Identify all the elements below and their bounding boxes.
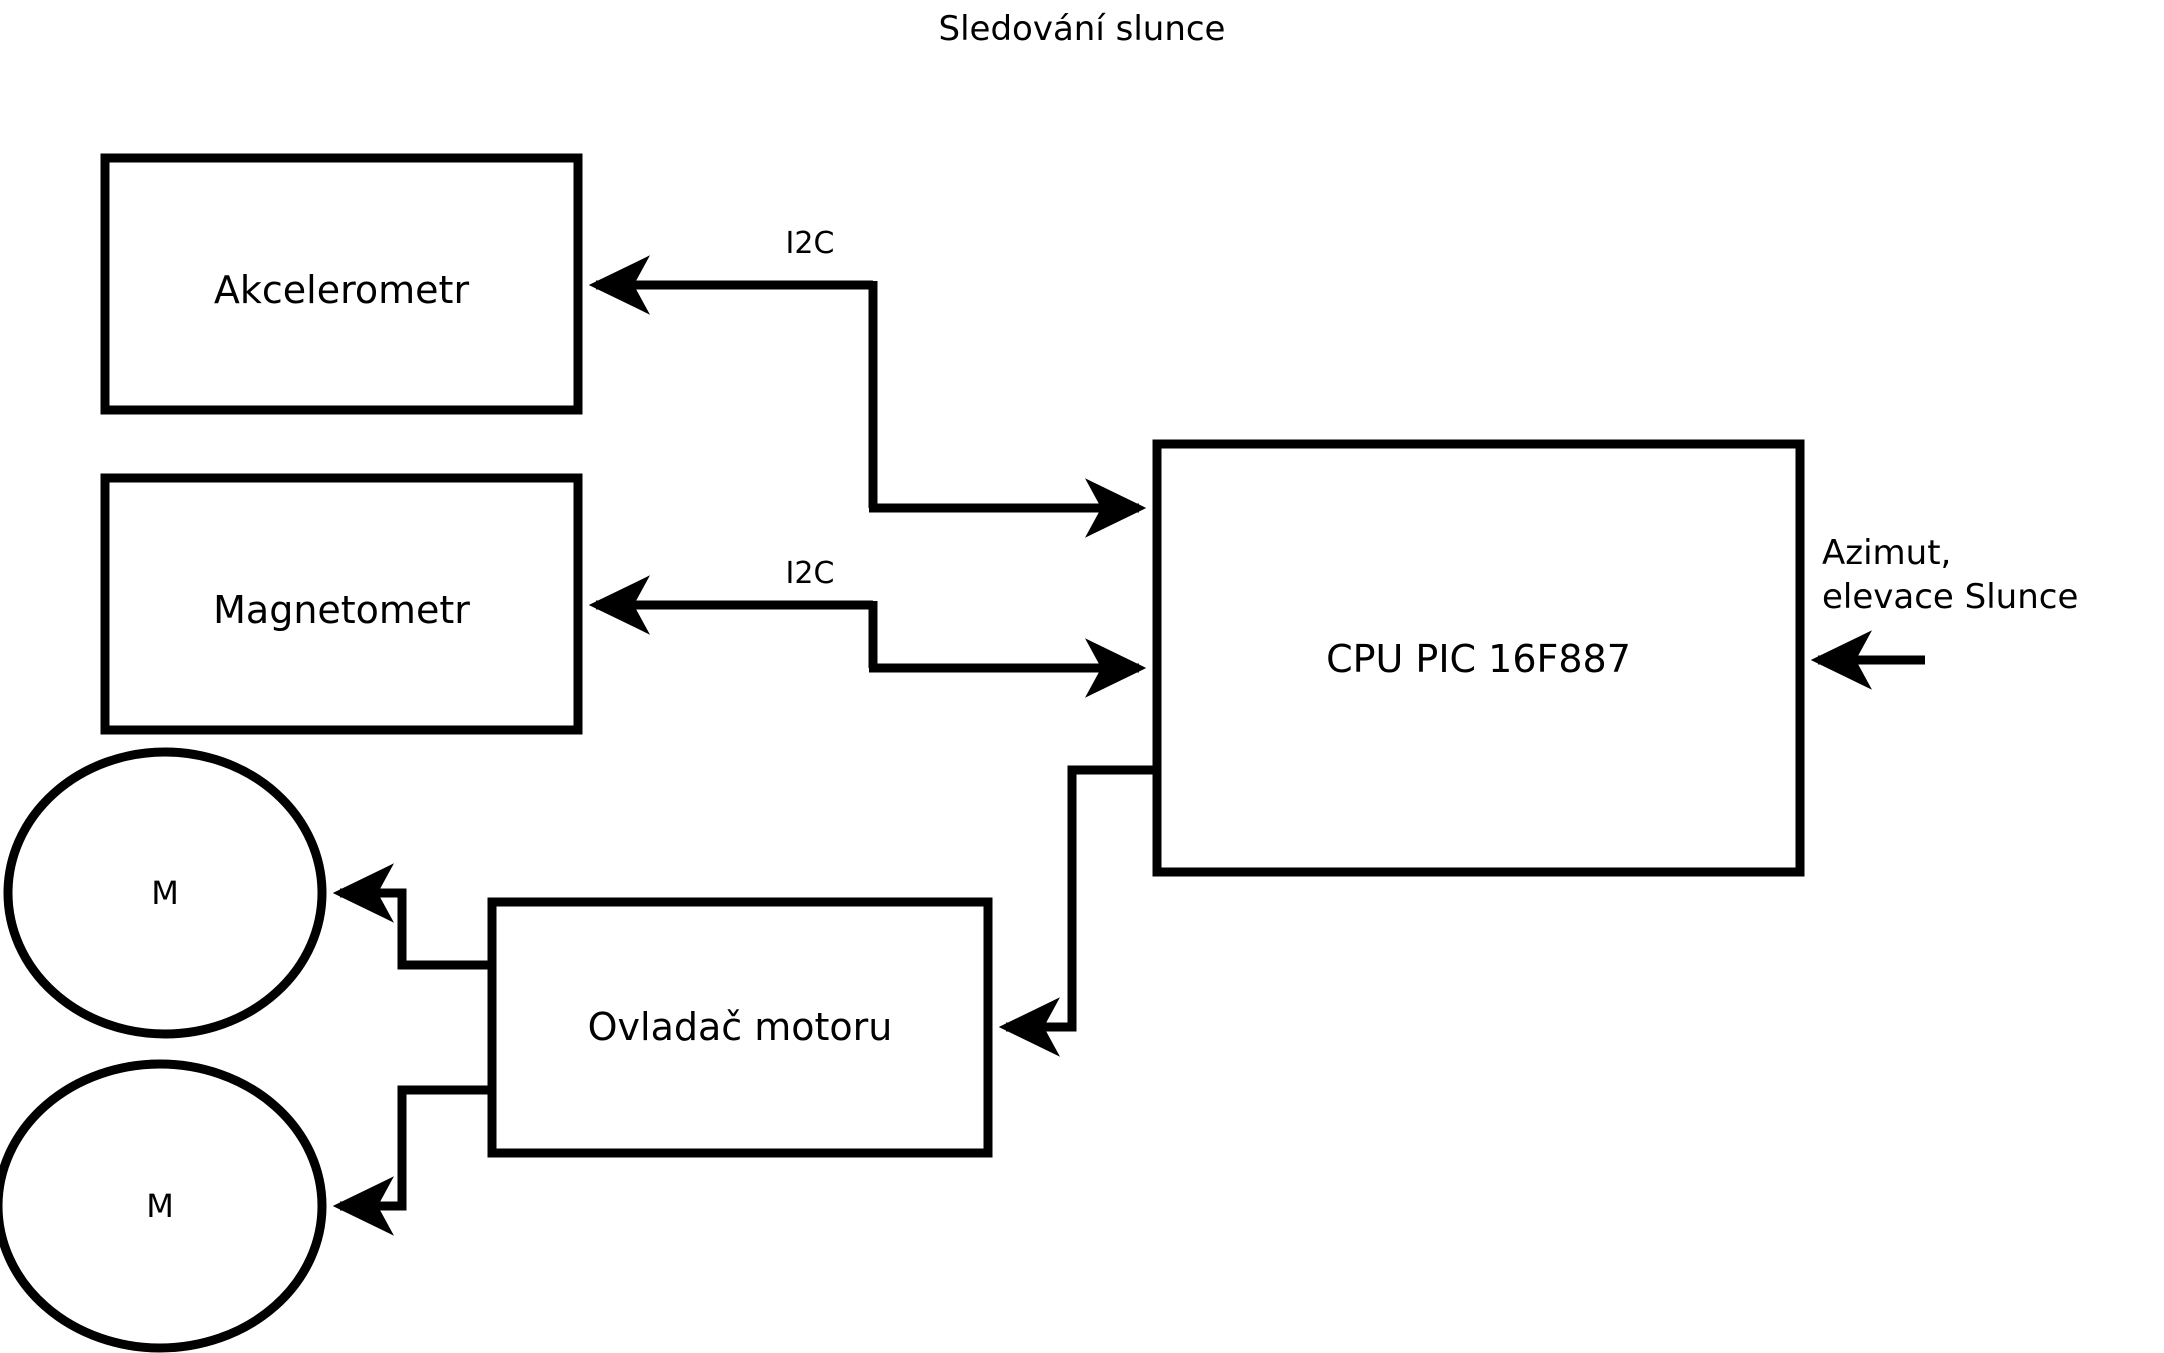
block-motor-2[interactable] [0, 1059, 327, 1353]
block-ovladac-motoru[interactable] [487, 897, 993, 1158]
block-label-akcelerometr: Akcelerometr [213, 268, 470, 312]
block-motor-1[interactable] [3, 747, 327, 1039]
connector-ovladac-to-motor-1 [332, 863, 492, 970]
connector-ovladac-to-motor-2 [332, 1085, 492, 1236]
block-label-cpu: CPU PIC 16F887 [1326, 637, 1631, 681]
diagram-title: Sledování slunce [938, 9, 1226, 49]
edge-label-i2c-magnetometer: I2C [785, 556, 835, 591]
edge-label-i2c-accelerometer: I2C [785, 226, 835, 261]
label-azimut: Azimut, [1822, 533, 1952, 573]
block-magnetometr[interactable] [100, 473, 583, 735]
label-elevace-slunce: elevace Slunce [1822, 577, 2079, 617]
connector-cpu-to-ovladac [998, 765, 1157, 1057]
block-label-ovladac-motoru: Ovladač motoru [587, 1005, 893, 1049]
block-akcelerometr[interactable] [100, 153, 583, 415]
block-cpu[interactable] [1152, 439, 1805, 877]
block-label-motor-1: M [151, 874, 179, 912]
block-label-motor-2: M [146, 1187, 174, 1225]
block-label-magnetometr: Magnetometr [213, 588, 470, 632]
